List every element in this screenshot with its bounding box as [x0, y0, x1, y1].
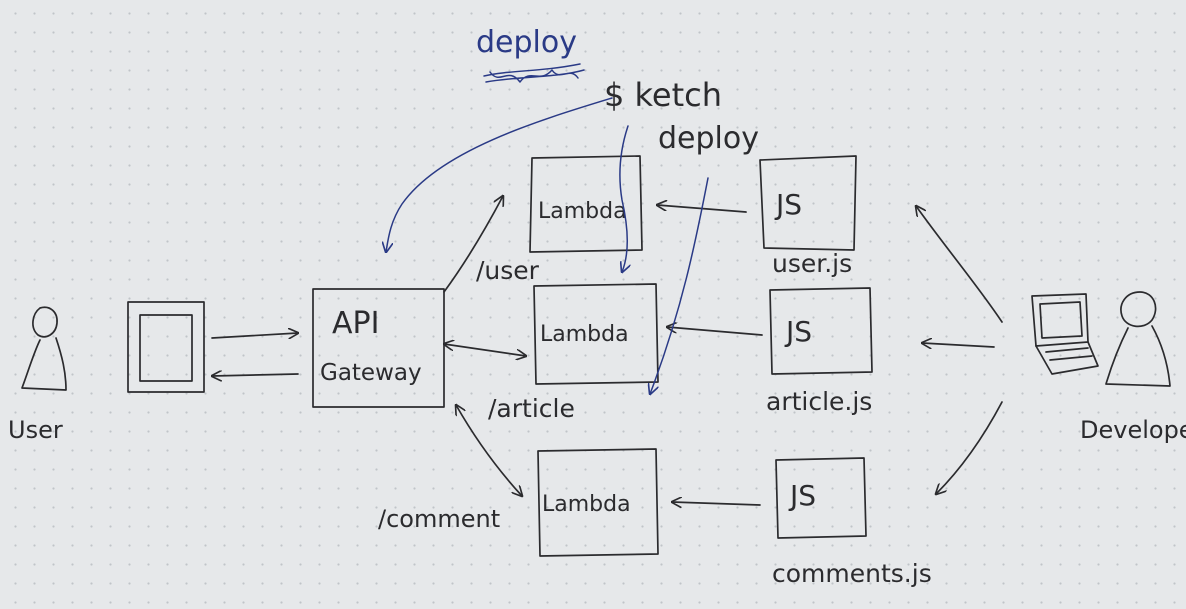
api-gateway-label-line2: Gateway [320, 360, 422, 386]
deploy-to-user-lambda-arrow [619, 125, 628, 272]
lambda-box-comment: Lambda [537, 448, 659, 557]
command-deploy-text: deploy [658, 121, 759, 156]
developer-to-user-js-arrow [916, 206, 1003, 323]
request-arrow [211, 333, 298, 338]
browser-window-icon [127, 301, 205, 393]
article-js-arrow [667, 327, 763, 336]
comments-js-arrow [672, 502, 761, 505]
lambda-label-comment: Lambda [542, 492, 631, 517]
developer-person-icon [1105, 291, 1171, 387]
route-article-label: /article [488, 394, 575, 423]
file-article-js-name: article.js [766, 387, 872, 416]
file-comments-js-icon-text: JS [788, 479, 816, 512]
file-user-js-icon-text: JS [774, 188, 802, 221]
lambda-box-user: Lambda [529, 155, 643, 253]
blue-deploy-label: deploy [476, 25, 577, 60]
file-comments-js-name: comments.js [772, 559, 932, 588]
file-user-js: JS user.js [759, 155, 857, 278]
file-article-js: JS article.js [766, 287, 873, 416]
user-label: User [8, 416, 63, 444]
user-person-icon [21, 306, 67, 391]
file-article-js-icon-text: JS [784, 315, 812, 348]
lambda-box-article: Lambda [533, 283, 659, 385]
article-route-arrow [444, 344, 526, 356]
deploy-to-article-lambda-arrow [650, 177, 709, 394]
response-arrow [212, 374, 299, 376]
route-comment-label: /comment [378, 505, 500, 533]
route-user-label: /user [476, 256, 540, 285]
file-user-js-name: user.js [772, 249, 852, 278]
command-text: $ ketch [604, 76, 722, 114]
lambda-label-article: Lambda [540, 322, 629, 347]
deploy-to-api-arrow [386, 97, 613, 252]
api-gateway-box: API Gateway [312, 288, 445, 408]
comment-route-arrow [456, 405, 522, 496]
developer-label: Developer [1080, 416, 1186, 444]
lambda-label-user: Lambda [538, 199, 627, 224]
file-comments-js: JS comments.js [772, 457, 932, 588]
scribbled-out-text [483, 63, 585, 83]
api-gateway-label-line1: API [332, 306, 379, 341]
developer-to-article-js-arrow [922, 343, 995, 347]
developer-to-comments-js-arrow [936, 401, 1003, 494]
laptop-icon [1031, 293, 1099, 375]
user-route-arrow [443, 196, 503, 293]
